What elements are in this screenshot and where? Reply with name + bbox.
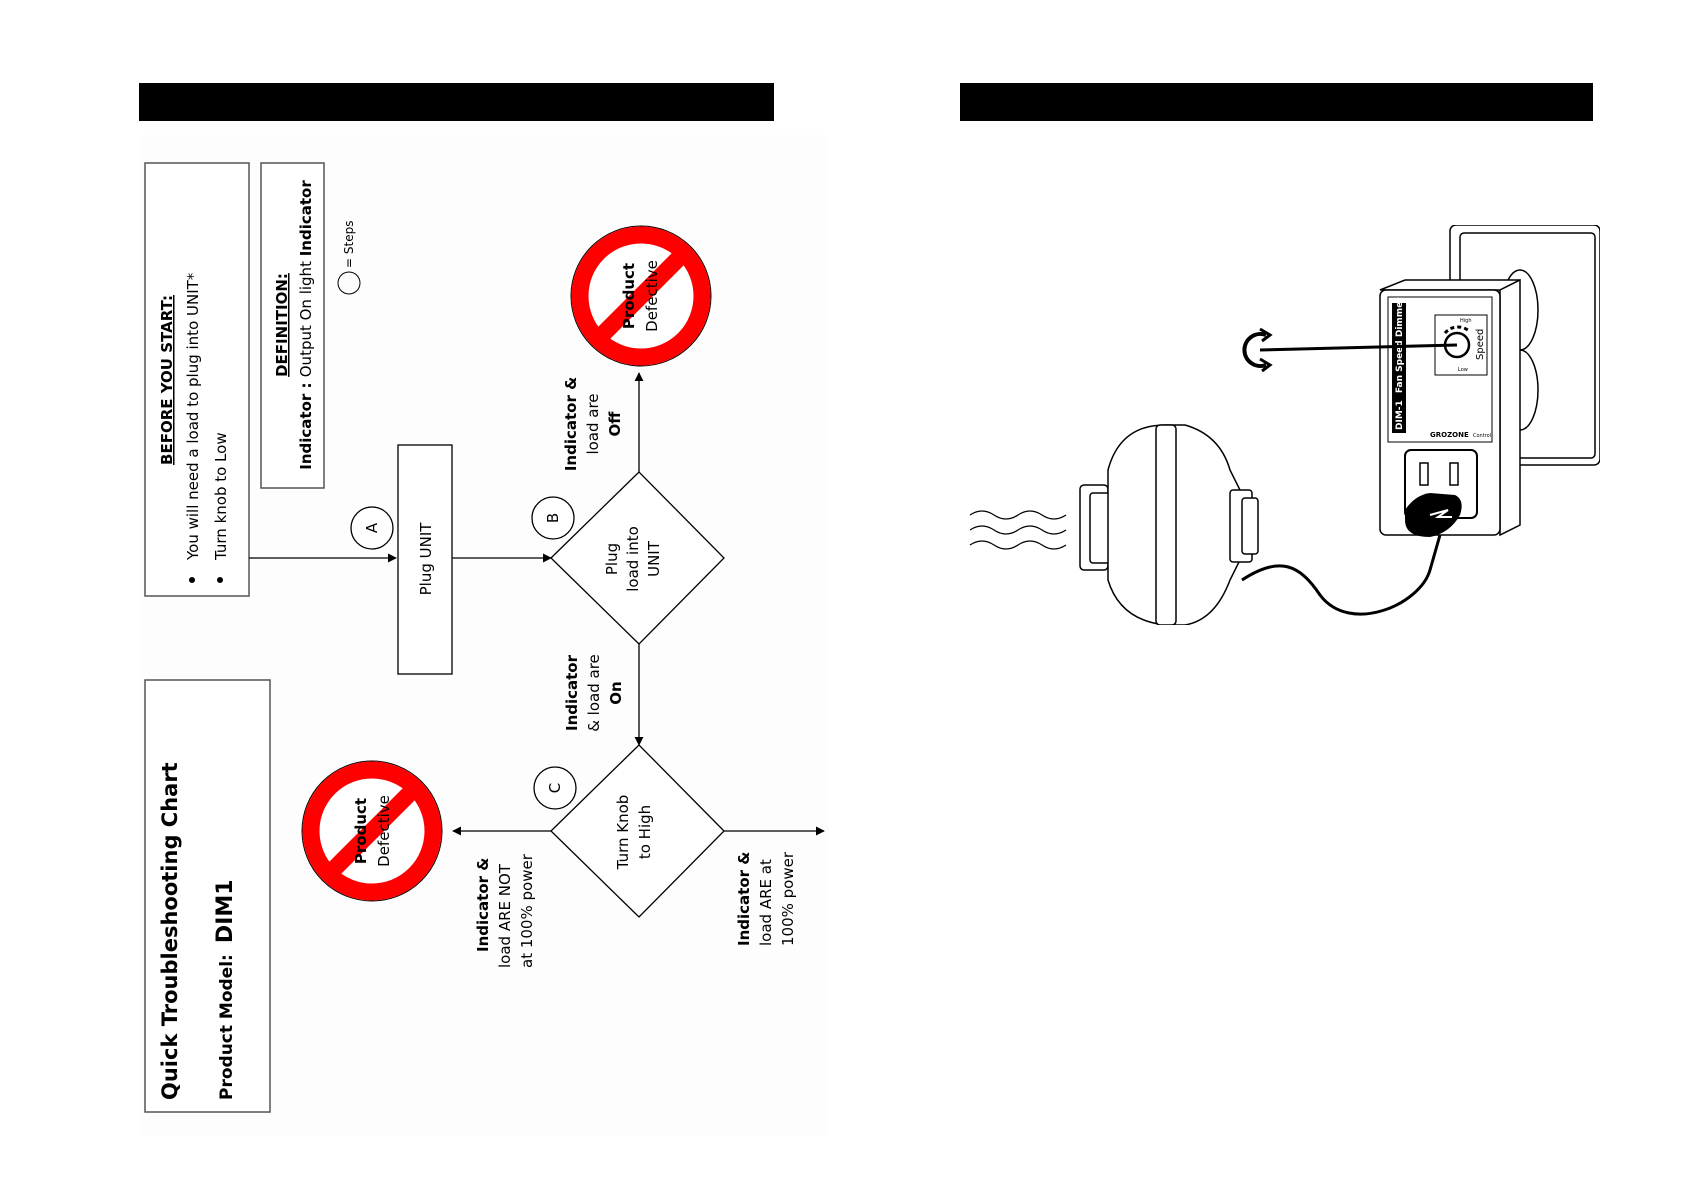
device-illustration: DIM-1 Fan Speed Dimmer High Low Speed GR… [969, 225, 1600, 625]
definition-term: Indicator [297, 393, 315, 470]
product-model: Product Model: DIM1 [213, 879, 238, 1100]
definition-separator: : [297, 377, 315, 393]
svg-text:On: On [607, 681, 625, 704]
header-bar-left [139, 83, 774, 121]
step-circle-icon [337, 271, 361, 295]
dimmer-unit: DIM-1 Fan Speed Dimmer High Low Speed GR… [1379, 278, 1521, 537]
steps-legend-label: = Steps [342, 221, 356, 268]
inline-fan-icon [1079, 424, 1259, 625]
svg-text:Off: Off [606, 411, 624, 437]
bullet-icon [189, 577, 195, 583]
step-b-line-3: UNIT [645, 540, 663, 577]
definition-heading: DEFINITION: [273, 273, 291, 377]
before-item-2: Turn knob to Low [212, 432, 230, 561]
step-a-letter: A [363, 522, 381, 533]
svg-text:Indicator &: Indicator & [735, 852, 753, 946]
svg-text:& load are: & load are [585, 654, 603, 732]
svg-text:Indicator &: Indicator & [474, 858, 492, 952]
device-model-label: DIM-1 Fan Speed Dimmer [1395, 297, 1405, 430]
header-bar-right [960, 83, 1593, 121]
knob-low-label: Low [1458, 367, 1468, 373]
step-c-line-2: to High [636, 805, 654, 859]
svg-text:load are: load are [584, 393, 602, 454]
defective-2-line-1: Product [352, 798, 370, 864]
step-a-process: Plug UNIT [397, 444, 453, 675]
svg-text:Indicator: Indicator [563, 654, 581, 731]
definition-body: Output On light [297, 256, 315, 377]
before-you-start-heading: BEFORE YOU START: [158, 295, 176, 465]
steps-legend: = Steps [337, 221, 361, 295]
defective-1-line-2: Defective [643, 260, 661, 332]
product-model-label: Product Model: [217, 954, 237, 1100]
defective-2-line-2: Defective [375, 795, 393, 867]
knob-high-label: High [1460, 318, 1472, 324]
before-item-1: You will need a load to plug into UNIT* [184, 272, 202, 561]
step-c-marker: C [533, 766, 577, 810]
svg-text:Indicator &: Indicator & [562, 377, 580, 471]
step-a-marker: A [350, 506, 394, 550]
step-a-label: Plug UNIT [417, 522, 435, 596]
bullet-icon [217, 577, 223, 583]
rotate-knob-icon [1242, 327, 1458, 373]
airflow-icon [969, 510, 1067, 550]
speed-label: Speed [1475, 329, 1486, 360]
step-c-letter: C [546, 783, 564, 793]
step-b-marker: B [531, 496, 575, 540]
power-cord [1241, 534, 1442, 616]
definition-box: DEFINITION: Indicator : Output On light … [260, 162, 325, 489]
step-c-decision: Turn Knob to High [550, 744, 725, 918]
step-b-letter: B [544, 513, 562, 523]
chart-title: Quick Troubleshooting Chart [158, 762, 182, 1100]
definition-term-repeat: Indicator [297, 180, 315, 257]
svg-text:load ARE at: load ARE at [757, 859, 775, 946]
product-defective-sign-1: Product Defective [570, 225, 712, 367]
product-model-value: DIM1 [213, 879, 238, 943]
product-defective-sign-2: Product Defective [301, 760, 443, 902]
title-box: Quick Troubleshooting Chart Product Mode… [144, 679, 271, 1113]
svg-text:at 100% power: at 100% power [518, 853, 536, 968]
definition-text: Indicator : Output On light Indicator [297, 180, 315, 470]
branch-c-not-label: Indicator & load ARE NOT at 100% power [474, 853, 536, 968]
svg-text:100% power: 100% power [779, 851, 797, 946]
branch-b-off-label: Indicator & load are Off [562, 377, 624, 471]
before-you-start-box: BEFORE YOU START: You will need a load t… [144, 162, 250, 597]
svg-text:load ARE NOT: load ARE NOT [496, 863, 514, 968]
step-b-line-1: Plug [603, 543, 621, 575]
step-b-line-2: load into [624, 526, 642, 592]
branch-c-yes-label: Indicator & load ARE at 100% power [735, 851, 797, 946]
branch-b-on-label: Indicator & load are On [563, 654, 625, 732]
brand-label: GROZONE Control [1430, 431, 1491, 439]
step-b-decision: Plug load into UNIT [550, 471, 725, 645]
defective-1-line-1: Product [620, 263, 638, 329]
step-c-line-1: Turn Knob [614, 795, 632, 871]
